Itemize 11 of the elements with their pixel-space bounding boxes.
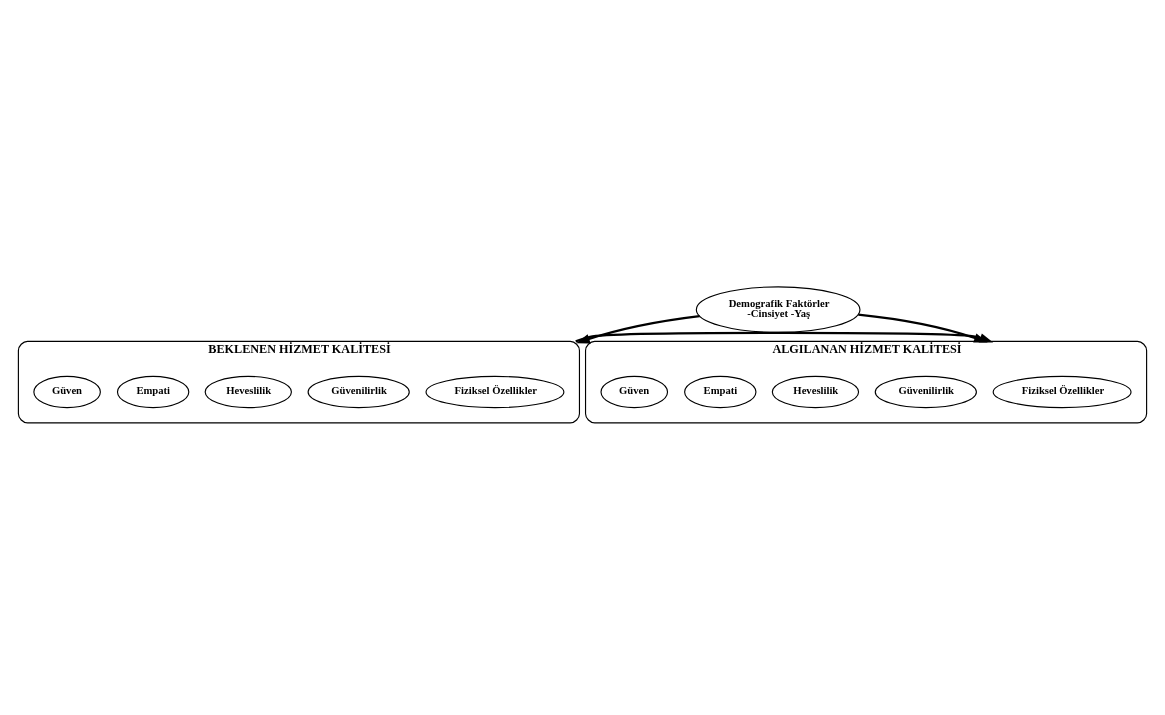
node-ellipse: Güvenilirlik — [307, 375, 410, 408]
node-ellipse: Güven — [33, 375, 101, 408]
node-ellipse: Empati — [116, 375, 190, 408]
node-ellipse: Güven — [600, 375, 669, 408]
node-ellipse: Demografik Faktörler -Cinsiyet -Yaş — [695, 285, 861, 333]
node-ellipse: Empati — [684, 375, 757, 408]
node-ellipse: Güvenilirlik — [874, 375, 977, 408]
node-ellipse: Heveslilik — [204, 375, 292, 408]
node-ellipse: Fiziksel Özellikler — [992, 375, 1132, 408]
node-ellipse: Fiziksel Özellikler — [425, 375, 565, 408]
node-ellipse: Heveslilik — [771, 375, 860, 408]
